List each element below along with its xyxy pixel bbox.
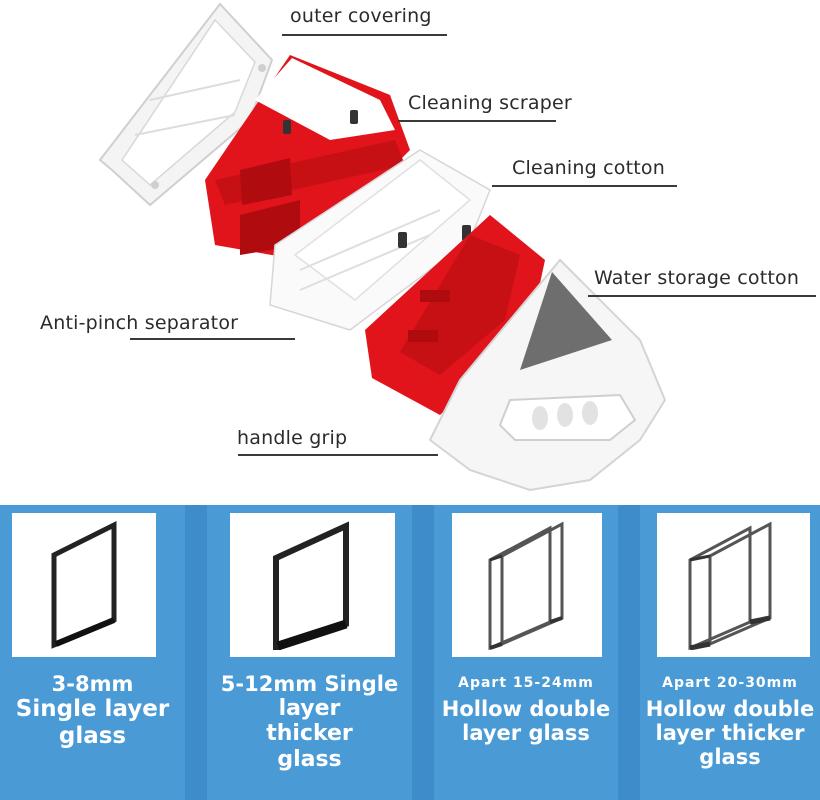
handle-grip-part [428, 258, 667, 492]
glass-compatibility-panel: 3-8mm Single layer glass 5-12mm Single l… [0, 505, 820, 800]
panel-divider [412, 505, 434, 800]
glass-type-caption-3: Apart 15-24mm Hollow double layer glass [434, 675, 618, 745]
cleaning-cotton-part [269, 149, 491, 331]
label-outer-covering: outer covering [290, 5, 432, 27]
exploded-parts-illustration [98, 2, 667, 492]
glass-type-caption-1: 3-8mm Single layer glass [0, 672, 185, 749]
single-pane-thick-glass-card [230, 513, 395, 657]
glass-desc: Hollow double layer glass [441, 697, 611, 746]
double-pane-thick-glass-icon [688, 521, 772, 650]
single-pane-thick-glass-icon [272, 521, 349, 650]
double-pane-thick-glass-card [657, 513, 810, 657]
leader-line [282, 34, 447, 36]
leader-line [238, 454, 438, 456]
panel-divider [185, 505, 207, 800]
leader-line [398, 120, 556, 122]
water-storage-part [365, 215, 545, 415]
glass-spec: Apart 15-24mm [458, 675, 594, 691]
single-pane-glass-icon [51, 520, 117, 649]
glass-desc: layer thicker glass [266, 696, 353, 772]
glass-desc: Single layer glass [15, 696, 170, 749]
label-cleaning-cotton: Cleaning cotton [512, 157, 665, 179]
label-anti-pinch-separator: Anti-pinch separator [40, 312, 239, 334]
label-handle-grip: handle grip [237, 427, 348, 449]
single-pane-glass-card [12, 513, 156, 657]
exploded-diagram: outer covering Cleaning scraper Cleaning… [40, 2, 816, 492]
glass-spec: Apart 20-30mm [662, 675, 798, 691]
leader-line [130, 338, 295, 340]
panel-divider [618, 505, 640, 800]
glass-type-caption-4: Apart 20-30mm Hollow double layer thicke… [640, 675, 820, 770]
label-cleaning-scraper: Cleaning scraper [408, 92, 572, 114]
outer-covering-part [98, 2, 274, 207]
glass-type-caption-2: 5-12mm Single layer thicker glass [207, 672, 412, 772]
glass-spec: 5-12mm [220, 672, 318, 696]
leader-line [588, 295, 816, 297]
label-water-storage-cotton: Water storage cotton [594, 267, 800, 289]
double-pane-glass-icon [488, 521, 564, 650]
glass-desc: Hollow double layer thicker glass [645, 697, 815, 770]
cleaning-scraper-part [205, 55, 410, 260]
glass-desc: Single [324, 672, 399, 696]
double-pane-glass-card [452, 513, 602, 657]
glass-spec: 3-8mm [51, 672, 134, 696]
leader-line [492, 185, 677, 187]
